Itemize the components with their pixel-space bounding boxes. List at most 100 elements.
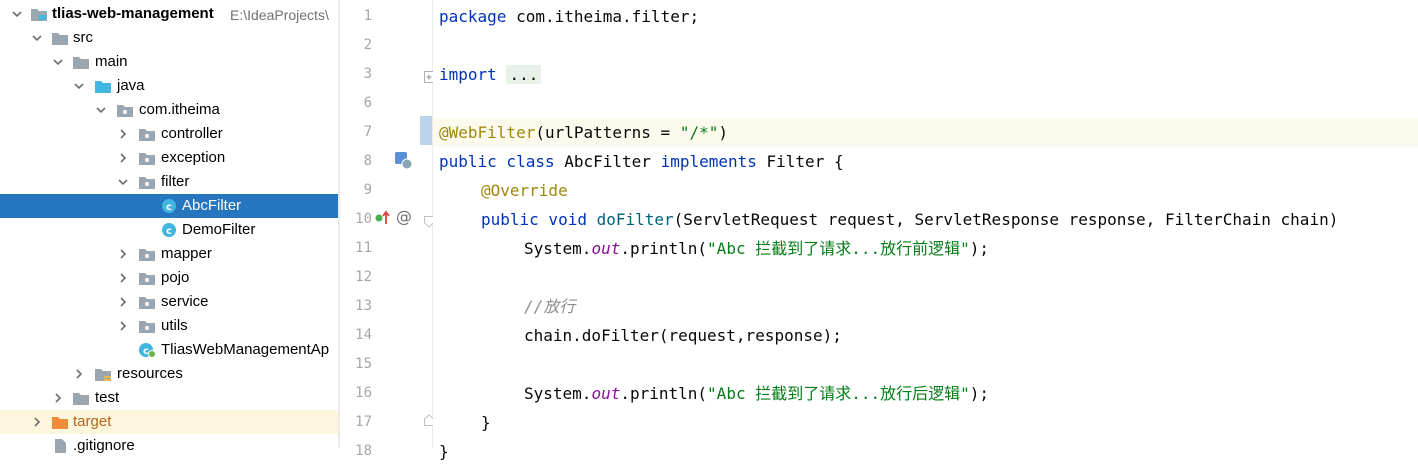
code-line-1: package com.itheima.filter; (433, 2, 1418, 31)
method-name: doFilter (596, 210, 674, 229)
code-text: .println( (620, 239, 708, 258)
override-at-icon[interactable]: @ (396, 207, 412, 226)
chevron-right-icon[interactable] (31, 416, 43, 428)
chevron-right-icon[interactable] (52, 392, 64, 404)
static-field: out (591, 384, 621, 403)
tree-item-pojo[interactable]: pojo (0, 266, 340, 290)
tree-item-demofilter[interactable]: c DemoFilter (0, 218, 340, 242)
collapsed-imports[interactable]: ... (506, 65, 542, 84)
tree-item-filter[interactable]: filter (0, 170, 340, 194)
package-icon (138, 246, 156, 262)
code-text: (urlPatterns = (535, 123, 680, 142)
folder-icon (72, 390, 90, 406)
svg-text:c: c (166, 226, 172, 237)
code-line-7: @WebFilter(urlPatterns = "/*") (433, 118, 1418, 147)
code-line-16: System.out.println("Abc 拦截到了请求...放行后逻辑")… (433, 379, 1418, 408)
line-number: 11 (355, 240, 372, 256)
line-number: 18 (355, 443, 372, 459)
code-text: Filter { (756, 152, 844, 171)
package-icon (138, 318, 156, 334)
chevron-right-icon[interactable] (117, 272, 129, 284)
annotation: @Override (481, 181, 568, 200)
tree-item-label: java (117, 77, 145, 94)
tree-row-project[interactable]: tlias-web-management E:\IdeaProjects\ (0, 2, 340, 26)
code-line-11: System.out.println("Abc 拦截到了请求...放行前逻辑")… (433, 234, 1418, 263)
tree-item-main[interactable]: main (0, 50, 340, 74)
svg-text:c: c (166, 202, 172, 213)
tree-item-com-itheima[interactable]: com.itheima (0, 98, 340, 122)
code-line-10: public void doFilter(ServletRequest requ… (433, 205, 1418, 234)
tree-item-service[interactable]: service (0, 290, 340, 314)
filter-class-icon[interactable] (394, 151, 414, 175)
keyword: package (439, 7, 507, 26)
line-number: 2 (363, 37, 372, 53)
tree-item-test[interactable]: test (0, 386, 340, 410)
tree-item-gitignore[interactable]: .gitignore (0, 434, 340, 458)
tree-item-abcfilter[interactable]: c AbcFilter (0, 194, 340, 218)
chevron-down-icon[interactable] (31, 32, 43, 44)
code-editor[interactable]: package com.itheima.filter; import ... @… (433, 0, 1418, 461)
line-number: 14 (355, 327, 372, 343)
fold-end-icon[interactable] (424, 411, 434, 426)
chevron-right-icon[interactable] (117, 248, 129, 260)
resources-folder-icon (94, 366, 112, 382)
package-icon (138, 150, 156, 166)
chevron-right-icon[interactable] (73, 368, 85, 380)
project-name: tlias-web-management (52, 5, 214, 22)
tree-item-mapper[interactable]: mapper (0, 242, 340, 266)
tree-item-utils[interactable]: utils (0, 314, 340, 338)
tree-item-target[interactable]: target (0, 410, 340, 434)
tree-item-src[interactable]: src (0, 26, 340, 50)
tree-item-label: main (95, 53, 128, 70)
line-number: 13 (355, 298, 372, 314)
tree-item-controller[interactable]: controller (0, 122, 340, 146)
tree-item-label: filter (161, 173, 190, 190)
chevron-right-icon[interactable] (117, 320, 129, 332)
string-literal: "Abc 拦截到了请求...放行后逻辑" (707, 384, 970, 403)
chevron-right-icon[interactable] (117, 296, 129, 308)
panel-splitter[interactable] (338, 0, 340, 448)
tree-item-resources[interactable]: resources (0, 362, 340, 386)
code-text: ); (969, 239, 990, 258)
line-number: 17 (355, 414, 372, 430)
code-text: (ServletRequest request, ServletResponse… (673, 210, 1339, 229)
tree-item-label: .gitignore (73, 437, 135, 454)
code-text: ) (718, 123, 728, 142)
tree-item-label: utils (161, 317, 188, 334)
code-text: com.itheima.filter; (506, 7, 700, 26)
fold-start-icon[interactable] (424, 213, 434, 228)
chevron-down-icon[interactable] (117, 176, 129, 188)
tree-item-java[interactable]: java (0, 74, 340, 98)
code-text: System. (524, 384, 592, 403)
static-field: out (591, 239, 621, 258)
tree-item-label: com.itheima (139, 101, 220, 118)
line-number: 7 (363, 124, 372, 140)
tree-item-label: src (73, 29, 93, 46)
tree-item-exception[interactable]: exception (0, 146, 340, 170)
chevron-down-icon[interactable] (73, 80, 85, 92)
chevron-down-icon[interactable] (11, 8, 23, 20)
package-icon (138, 270, 156, 286)
tree-item-label: service (161, 293, 209, 310)
closing-brace: } (439, 442, 449, 461)
folder-icon (72, 54, 90, 70)
folder-icon (51, 30, 69, 46)
code-line-14: chain.doFilter(request,response); (433, 321, 1418, 350)
excluded-folder-icon (51, 414, 69, 430)
chevron-right-icon[interactable] (117, 128, 129, 140)
line-number: 1 (363, 8, 372, 24)
chevron-down-icon[interactable] (95, 104, 107, 116)
tree-item-application-class[interactable]: c TliasWebManagementAp (0, 338, 340, 362)
line-number: 15 (355, 356, 372, 372)
tree-item-label: target (73, 413, 112, 430)
line-number: 8 (363, 153, 372, 169)
package-icon (138, 174, 156, 190)
tree-item-label: exception (161, 149, 226, 166)
code-text: .println( (620, 384, 708, 403)
implements-method-up-arrow-icon[interactable] (374, 209, 390, 231)
chevron-right-icon[interactable] (117, 152, 129, 164)
keyword: import (439, 65, 497, 84)
code-text: AbcFilter (554, 152, 661, 171)
package-icon (138, 126, 156, 142)
chevron-down-icon[interactable] (52, 56, 64, 68)
